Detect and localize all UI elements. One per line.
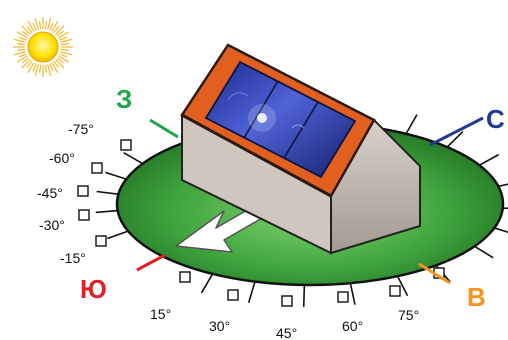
angle-tick — [107, 230, 129, 240]
angle-tick — [494, 227, 508, 233]
angle-label: -45° — [37, 185, 63, 201]
angle-tick — [405, 114, 418, 135]
east-label: В — [467, 282, 486, 312]
angle-tick — [95, 209, 118, 214]
solar-panel-icon — [204, 60, 357, 179]
angle-checkbox — [337, 291, 349, 303]
angle-tick — [302, 284, 306, 307]
angle-tick — [478, 153, 500, 166]
angle-label: -60° — [49, 150, 75, 166]
angle-checkbox — [389, 285, 401, 297]
angle-checkbox — [78, 209, 90, 221]
angle-tick — [247, 281, 256, 303]
angle-label: 15° — [150, 306, 171, 322]
north-line — [429, 116, 484, 147]
angle-tick — [498, 183, 508, 188]
angle-checkbox — [227, 289, 239, 301]
angle-label: 75° — [398, 307, 419, 323]
angle-tick — [105, 171, 127, 180]
north-label: С — [486, 104, 505, 134]
angle-tick — [349, 283, 356, 305]
angle-label: -75° — [68, 121, 94, 137]
angle-tick — [396, 275, 409, 297]
angle-tick — [200, 273, 214, 294]
angle-ticks — [77, 114, 508, 307]
angle-label: -15° — [60, 250, 86, 266]
angle-label: -30° — [39, 217, 65, 233]
angle-checkbox — [281, 295, 293, 307]
angle-tick — [502, 207, 508, 210]
south-label: Ю — [80, 274, 107, 304]
angle-checkbox — [77, 185, 89, 197]
angle-label: 60° — [342, 318, 363, 334]
east-line — [418, 262, 451, 285]
angle-label: 30° — [209, 318, 230, 334]
angle-tick — [474, 245, 494, 259]
south-line — [136, 253, 166, 272]
angle-tick — [446, 130, 464, 148]
angle-label: 45° — [276, 325, 297, 340]
angle-checkbox — [120, 139, 132, 151]
angle-checkbox — [95, 235, 107, 247]
west-label: З — [116, 84, 132, 114]
angle-tick — [123, 151, 144, 165]
angle-checkbox — [91, 162, 103, 174]
angle-checkbox — [179, 271, 191, 283]
angle-tick — [96, 190, 119, 195]
sun-icon — [13, 17, 73, 77]
west-line — [149, 118, 179, 139]
